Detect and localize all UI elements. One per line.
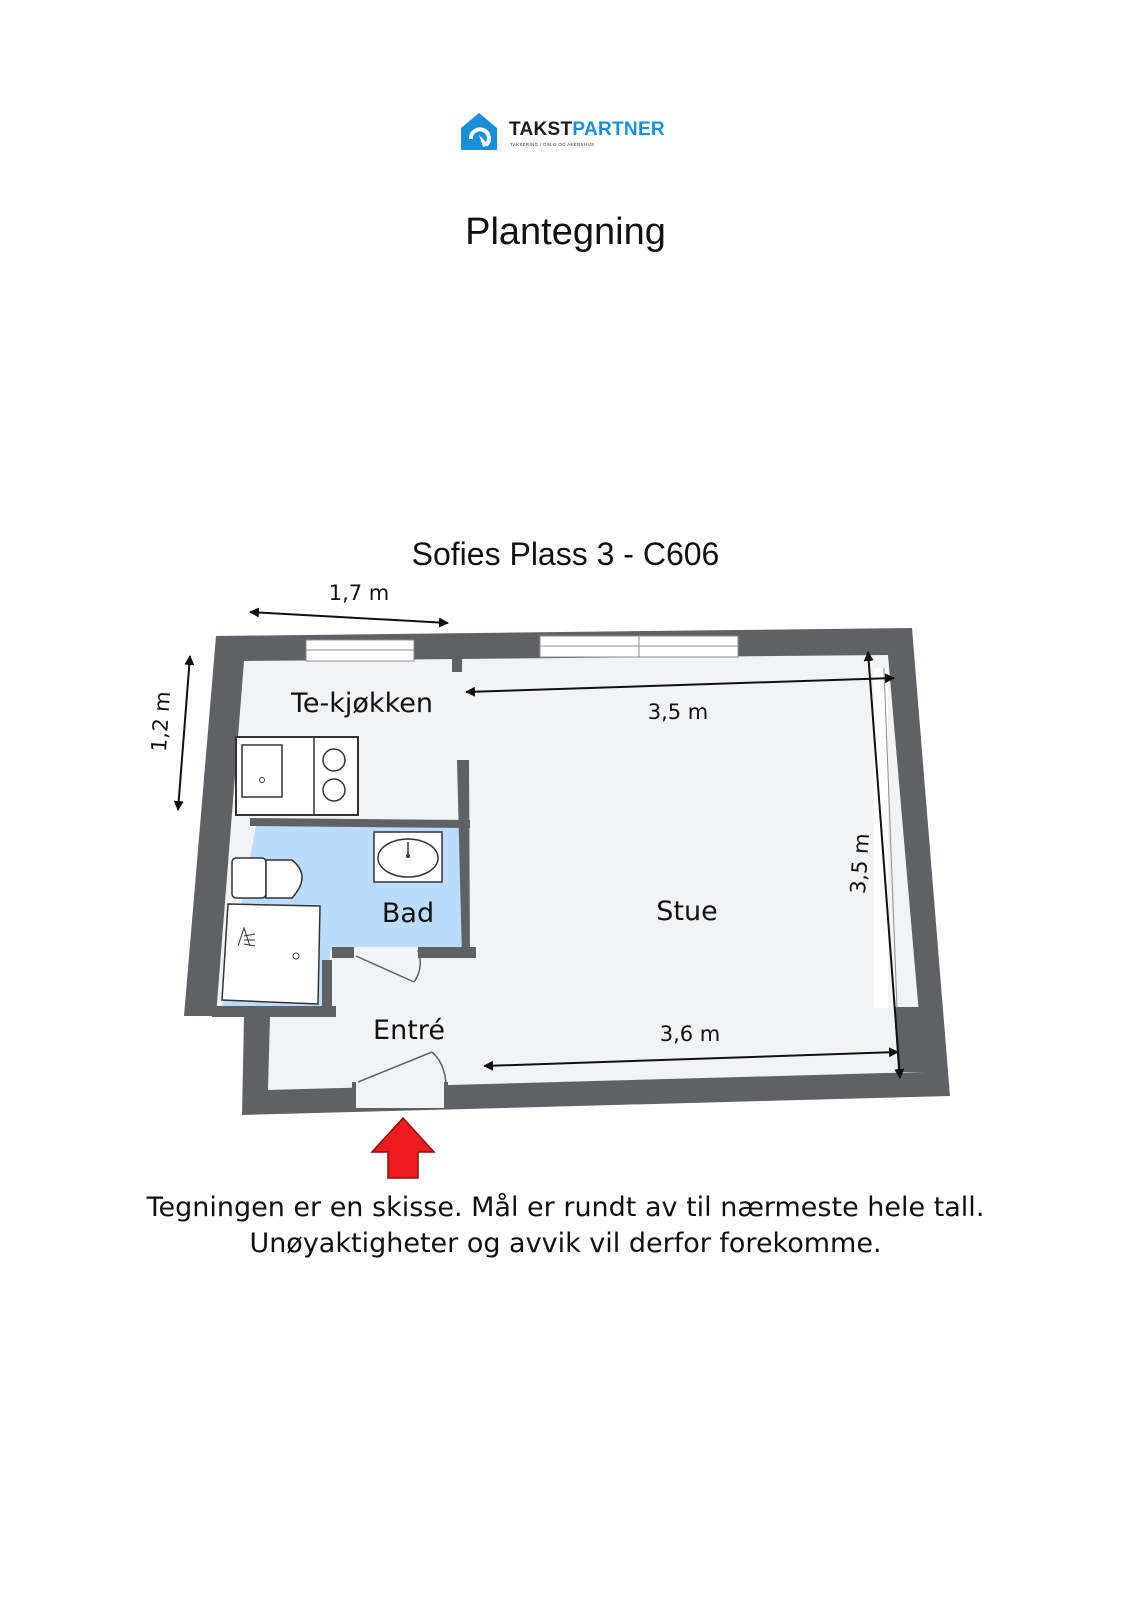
brand-name-part2: PARTNER [572, 119, 665, 140]
bathroom-sink-icon [373, 831, 443, 883]
dim-line-living-side [863, 651, 905, 1079]
brand-logo: TAKSTPARTNER TAKSERING I OSLO OG AKERSHU… [457, 110, 687, 154]
window-kitchen [305, 639, 415, 662]
brand-tagline: TAKSERING I OSLO OG AKERSHUS [510, 142, 595, 147]
disclaimer-line-2: Unøyaktigheter og avvik vil derfor forek… [249, 1228, 882, 1259]
floor [216, 655, 924, 1090]
entrance-door-opening [356, 1082, 448, 1108]
room-label-entrance: Entré [373, 1015, 445, 1046]
bathroom-door [355, 949, 421, 983]
dim-line-living-bottom [483, 1047, 899, 1071]
plan-title: Sofies Plass 3 - C606 [411, 536, 720, 572]
dim-label-living-bottom: 3,6 m [660, 1022, 721, 1046]
kitchen-sink-icon [241, 744, 283, 798]
window-living [539, 635, 739, 658]
dim-line-kitchen-width [249, 607, 449, 628]
shower-icon [221, 903, 321, 1005]
red-arrow-up-icon [370, 1116, 436, 1179]
dimension-lines [173, 607, 905, 1079]
disclaimer-line-1: Tegningen er en skisse. Mål er rundt av … [146, 1192, 985, 1223]
kitchen-counter [235, 736, 359, 816]
dim-line-kitchen-depth [173, 655, 195, 811]
brand-name-part1: TAKST [509, 119, 573, 140]
room-label-bathroom: Bad [382, 898, 434, 929]
dim-line-living-top [465, 673, 895, 697]
brand-name: TAKSTPARTNER [509, 119, 665, 141]
dim-label-kitchen-width: 1,7 m [329, 581, 390, 605]
room-label-living: Stue [656, 896, 717, 927]
bathroom-door-opening [354, 947, 418, 959]
room-label-kitchen: Te-kjøkken [290, 688, 433, 719]
hob-icon [322, 748, 346, 802]
dim-label-living-side: 3,5 m [846, 832, 874, 894]
dim-label-living-top: 3,5 m [648, 700, 709, 724]
dim-label-kitchen-depth: 1,2 m [147, 690, 175, 752]
toilet-icon [231, 857, 303, 899]
page-title: Plantegning [465, 211, 666, 253]
house-logo-icon [461, 113, 497, 150]
